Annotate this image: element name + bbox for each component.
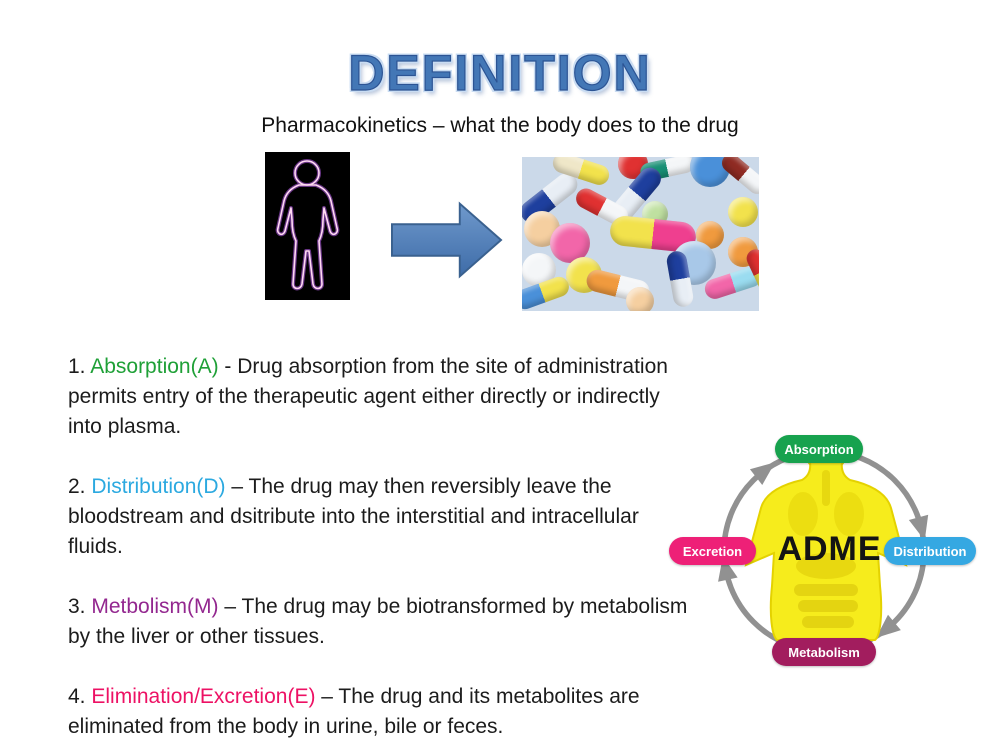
definition-text: – The drug may then reversibly leave the… bbox=[68, 475, 639, 558]
tablet-shape bbox=[626, 287, 654, 311]
definition-term: Metbolism(M) bbox=[91, 595, 219, 618]
definition-item: 2. Distribution(D) – The drug may then r… bbox=[68, 472, 688, 562]
adme-label-metabolism: Metabolism bbox=[772, 638, 876, 666]
human-outline-icon bbox=[275, 159, 340, 291]
adme-body-figure bbox=[744, 436, 908, 641]
tablet-shape bbox=[550, 223, 590, 263]
definition-term: Distribution(D) bbox=[91, 475, 226, 498]
definition-number: 4. bbox=[68, 685, 92, 708]
slide-title: DEFINITION bbox=[348, 44, 652, 101]
pills-image bbox=[522, 157, 759, 311]
adme-label-absorption: Absorption bbox=[775, 435, 863, 463]
right-arrow-icon bbox=[391, 201, 503, 279]
definition-number: 3. bbox=[68, 595, 92, 618]
definition-item: 4. Elimination/Excretion(E) – The drug a… bbox=[68, 682, 688, 742]
definition-item: 1. Absorption(A) - Drug absorption from … bbox=[68, 352, 688, 442]
definition-number: 2. bbox=[68, 475, 92, 498]
body-outline-image bbox=[265, 152, 350, 300]
definition-number: 1. bbox=[68, 355, 91, 378]
definition-text: - Drug absorption from the site of admin… bbox=[68, 355, 668, 438]
definition-text: – The drug and its metabolites are elimi… bbox=[68, 685, 640, 738]
definitions-list: 1. Absorption(A) - Drug absorption from … bbox=[68, 352, 688, 750]
adme-label-distribution: Distribution bbox=[884, 537, 976, 565]
adme-label-excretion: Excretion bbox=[669, 537, 756, 565]
definition-text: – The drug may be biotransformed by meta… bbox=[68, 595, 688, 648]
definition-term: Elimination/Excretion(E) bbox=[91, 685, 316, 708]
definition-item: 3. Metbolism(M) – The drug may be biotra… bbox=[68, 592, 688, 652]
slide-subtitle: Pharmacokinetics – what the body does to… bbox=[261, 114, 739, 137]
definition-term: Absorption(A) bbox=[90, 355, 219, 378]
tablet-shape bbox=[728, 197, 758, 227]
adme-center-label: ADME bbox=[777, 530, 882, 568]
